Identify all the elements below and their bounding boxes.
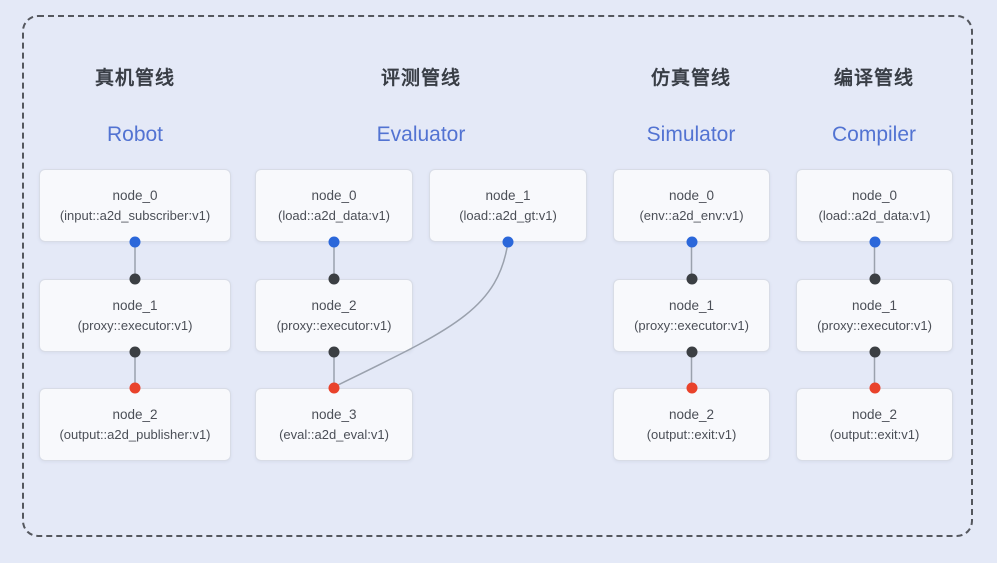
node-label: node_0 (668, 188, 715, 203)
node-label: node_0 (112, 188, 158, 203)
node-robot-node_1[interactable]: node_1(proxy::executor:v1) (39, 279, 231, 352)
node-detail: (proxy::executor:v1) (817, 318, 932, 333)
node-evaluator-node_3[interactable]: node_3(eval::a2d_eval:v1) (255, 388, 413, 461)
node-compiler-node_2[interactable]: node_2(output::exit:v1) (796, 388, 953, 461)
port-dot-black-icon (129, 346, 141, 358)
port-dot-red-icon (686, 382, 697, 394)
node-evaluator-node_2[interactable]: node_2(proxy::executor:v1) (255, 279, 413, 352)
node-label: node_2 (311, 298, 357, 313)
node-detail: (output::a2d_publisher:v1) (59, 427, 211, 442)
port-dot-blue-icon (686, 236, 697, 248)
port-dot-blue-icon (502, 236, 514, 248)
node-label: node_1 (668, 298, 715, 313)
node-detail: (output::exit:v1) (646, 427, 737, 442)
node-detail: (proxy::executor:v1) (634, 318, 749, 333)
pipeline-subtitle-compiler: Compiler (831, 123, 917, 146)
pipeline-title-evaluator: 评测管线 (380, 68, 462, 89)
node-detail: (load::a2d_gt:v1) (459, 208, 557, 223)
node-compiler-node_1[interactable]: node_1(proxy::executor:v1) (796, 279, 953, 352)
node-label: node_2 (112, 407, 158, 422)
edge-evaluator-node_1-node_3 (335, 241, 509, 387)
node-label: node_1 (485, 188, 531, 203)
port-dot-blue-icon (328, 236, 340, 248)
node-label: node_0 (311, 188, 357, 203)
node-label: node_3 (311, 407, 357, 422)
port-dot-black-icon (686, 273, 697, 285)
node-detail: (output::exit:v1) (829, 427, 920, 442)
node-detail: (input::a2d_subscriber:v1) (59, 208, 211, 223)
node-detail: (proxy::executor:v1) (77, 318, 193, 333)
node-detail: (proxy::executor:v1) (276, 318, 392, 333)
node-label: node_1 (112, 298, 158, 313)
pipeline-subtitle-robot: Robot (106, 123, 164, 146)
pipeline-subtitle-simulator: Simulator (646, 123, 736, 146)
port-dot-black-icon (869, 273, 880, 285)
dashed-border (22, 15, 973, 537)
pipeline-subtitle-evaluator: Evaluator (376, 123, 466, 146)
port-dot-red-icon (129, 382, 141, 394)
node-detail: (load::a2d_data:v1) (277, 208, 391, 223)
port-dot-blue-icon (129, 236, 141, 248)
node-evaluator-node_0[interactable]: node_0(load::a2d_data:v1) (255, 169, 413, 242)
port-dot-black-icon (869, 346, 880, 358)
node-detail: (env::a2d_env:v1) (639, 208, 744, 223)
node-detail: (load::a2d_data:v1) (818, 208, 931, 223)
port-dot-blue-icon (869, 236, 880, 248)
port-dot-red-icon (328, 382, 340, 394)
port-dot-black-icon (328, 273, 340, 285)
node-label: node_0 (851, 188, 898, 203)
node-label: node_1 (851, 298, 898, 313)
node-detail: (eval::a2d_eval:v1) (279, 427, 389, 442)
node-label: node_2 (851, 407, 898, 422)
port-dot-black-icon (686, 346, 697, 358)
node-label: node_2 (668, 407, 715, 422)
pipeline-title-simulator: 仿真管线 (650, 68, 732, 89)
port-dot-red-icon (869, 382, 880, 394)
node-simulator-node_1[interactable]: node_1(proxy::executor:v1) (613, 279, 770, 352)
node-robot-node_2[interactable]: node_2(output::a2d_publisher:v1) (39, 388, 231, 461)
pipeline-title-robot: 真机管线 (94, 68, 176, 89)
port-dot-black-icon (328, 346, 340, 358)
node-simulator-node_2[interactable]: node_2(output::exit:v1) (613, 388, 770, 461)
node-robot-node_0[interactable]: node_0(input::a2d_subscriber:v1) (39, 169, 231, 242)
port-dot-black-icon (129, 273, 141, 285)
pipeline-title-compiler: 编译管线 (833, 68, 915, 89)
